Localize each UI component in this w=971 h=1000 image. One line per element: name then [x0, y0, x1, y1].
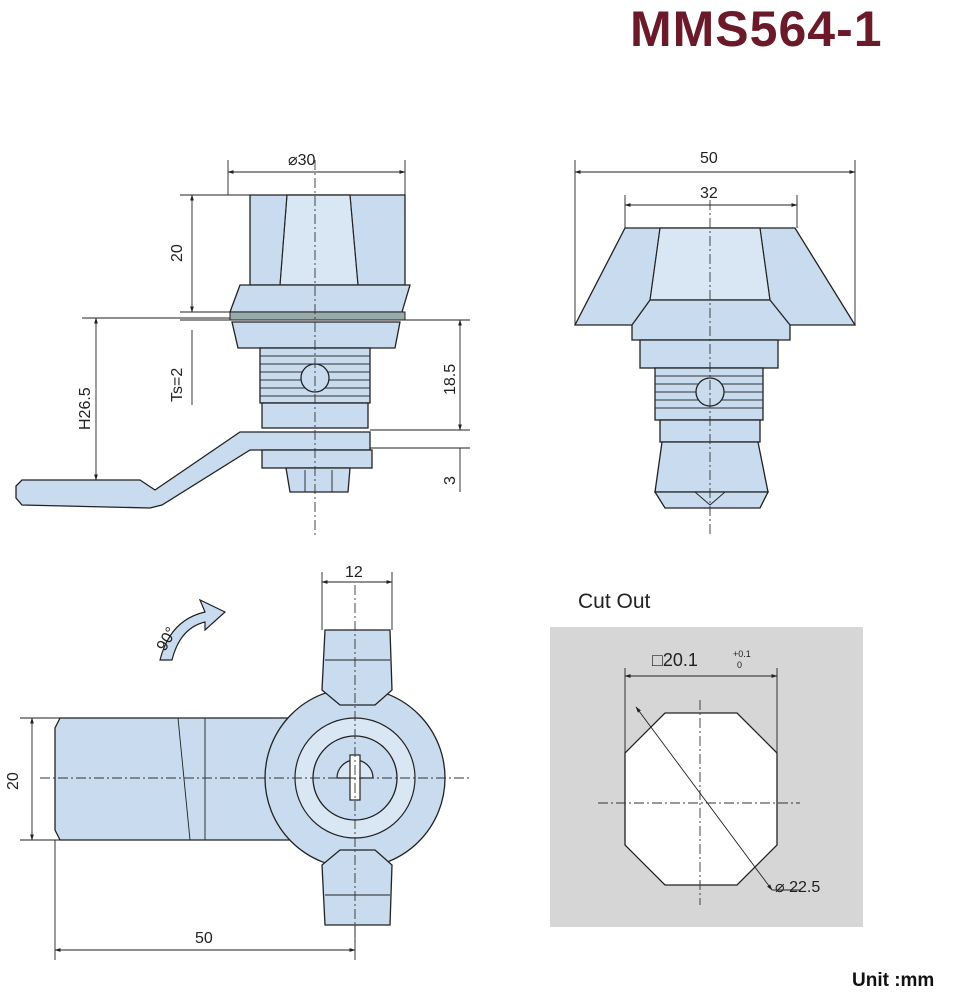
tol-minus: 0 [737, 660, 742, 670]
dim-diameter-30: ⌀30 [288, 152, 316, 169]
dim-body-18-5: 18.5 [442, 364, 459, 395]
dim-ts-2: Ts=2 [169, 368, 186, 402]
rotation-arrow-icon [159, 598, 227, 661]
front-view: 50 32 [573, 150, 857, 535]
dim-diameter-22-5: ⌀ 22.5 [775, 879, 820, 896]
cam-arm-top [54, 717, 291, 841]
dim-inner-32: 32 [700, 185, 718, 202]
nut-side [231, 321, 401, 349]
square-symbol: □ [652, 650, 663, 670]
flange-side [229, 284, 411, 313]
wing-knob-top [321, 629, 393, 706]
cutout-shape [624, 712, 778, 886]
dim-h-26-5: H26.5 [77, 387, 94, 430]
square-value: 20.1 [663, 650, 698, 670]
dim-cam-length-50: 50 [195, 930, 213, 947]
part-number-title: MMS564-1 [630, 1, 883, 57]
svg-text:□20.1: □20.1 [652, 650, 698, 670]
top-view: 90° 12 20 50 [5, 564, 470, 960]
dim-knob-height-20: 20 [169, 244, 186, 262]
tol-plus: +0.1 [733, 649, 751, 659]
dim-width-50: 50 [700, 150, 718, 167]
cutout-title: Cut Out [578, 590, 651, 613]
unit-label: Unit :mm [852, 970, 935, 991]
dim-cam-3: 3 [442, 476, 459, 485]
dim-cam-width-20: 20 [5, 772, 22, 790]
side-view: ⌀30 20 Ts=2 H26.5 18.5 3 [15, 152, 470, 535]
dim-width-12: 12 [345, 564, 363, 581]
cutout-view: Cut Out □20.1 +0.1 0 ⌀ 22.5 [550, 590, 863, 927]
